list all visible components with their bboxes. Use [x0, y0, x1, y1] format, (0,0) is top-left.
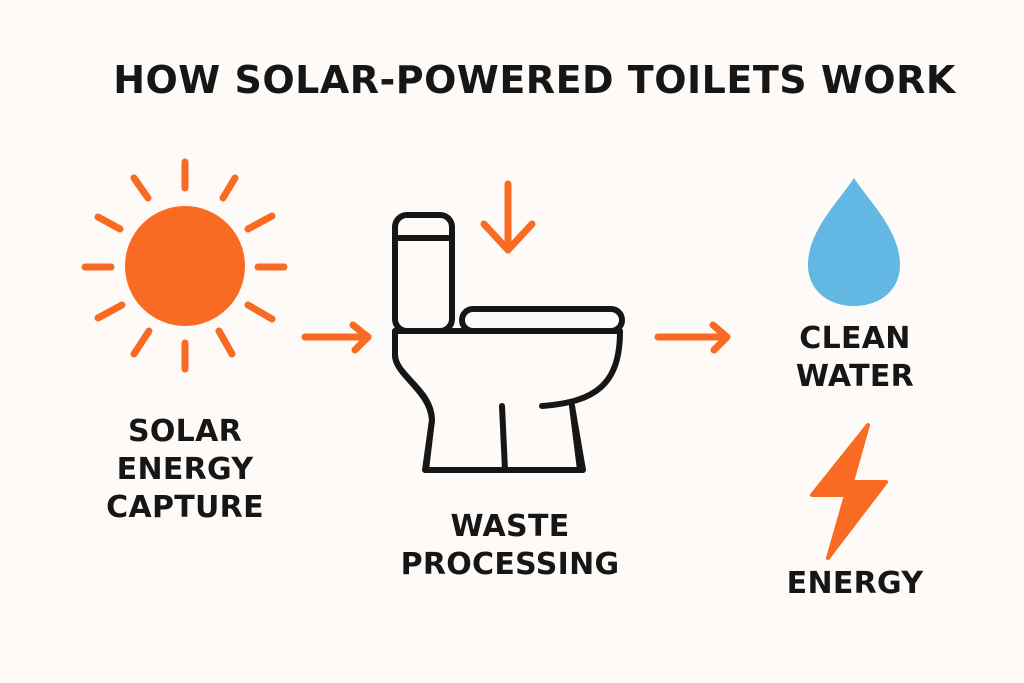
arrow-right-icon	[654, 321, 731, 354]
step-label-water: CLEAN WATER	[795, 321, 915, 394]
lightning-bolt-icon	[810, 423, 888, 560]
step-label-waste: WASTE PROCESSING	[400, 509, 620, 582]
sun-icon	[81, 158, 288, 373]
arrow-down-icon	[480, 180, 536, 254]
arrow-right-icon	[301, 321, 372, 354]
step-label-energy: ENERGY	[786, 566, 924, 601]
step-label-solar: SOLAR ENERGY CAPTURE	[106, 414, 264, 525]
diagram-title: HOW SOLAR-POWERED TOILETS WORK	[113, 58, 956, 102]
toilet-icon	[392, 180, 625, 473]
water-drop-icon	[808, 178, 900, 306]
